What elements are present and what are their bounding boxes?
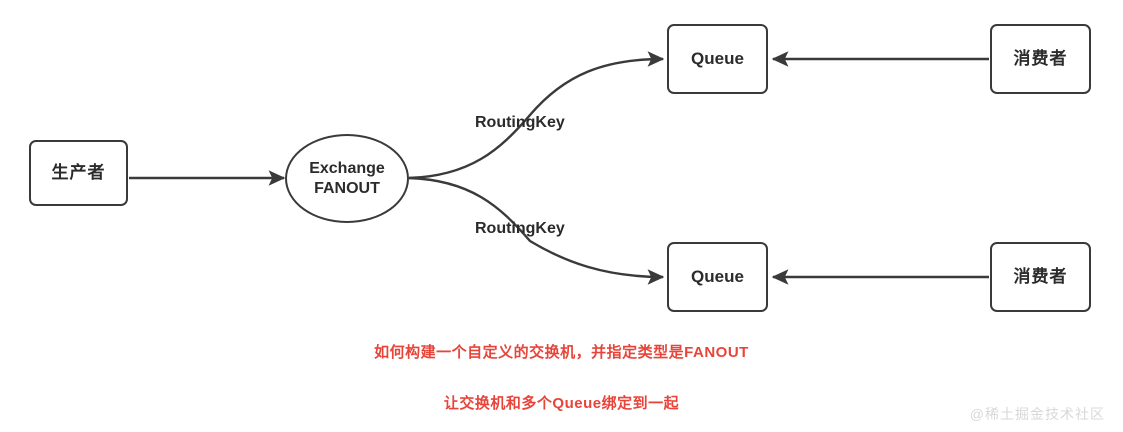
- caption-line-2: 让交换机和多个Queue绑定到一起: [443, 395, 680, 412]
- node-exchange[interactable]: Exchange FANOUT: [285, 134, 409, 223]
- watermark: @稀土掘金技术社区: [969, 406, 1105, 422]
- node-consumer-bottom-label: 消费者: [1013, 266, 1068, 286]
- node-consumer-top-label: 消费者: [1013, 48, 1068, 68]
- edge-label-routing-key-top: RoutingKey: [475, 114, 565, 131]
- edge-label-routing-key-bottom: RoutingKey: [475, 220, 565, 237]
- node-queue-bottom-label: Queue: [691, 266, 744, 286]
- node-producer[interactable]: 生产者: [29, 140, 128, 206]
- caption-line-1: 如何构建一个自定义的交换机，并指定类型是FANOUT: [374, 344, 749, 361]
- node-consumer-top[interactable]: 消费者: [990, 24, 1091, 94]
- node-queue-bottom[interactable]: Queue: [667, 242, 768, 312]
- node-queue-top[interactable]: Queue: [667, 24, 768, 94]
- node-producer-label: 生产者: [51, 162, 106, 182]
- node-consumer-bottom[interactable]: 消费者: [990, 242, 1091, 312]
- node-queue-top-label: Queue: [691, 48, 744, 68]
- node-exchange-label: Exchange FANOUT: [309, 159, 385, 197]
